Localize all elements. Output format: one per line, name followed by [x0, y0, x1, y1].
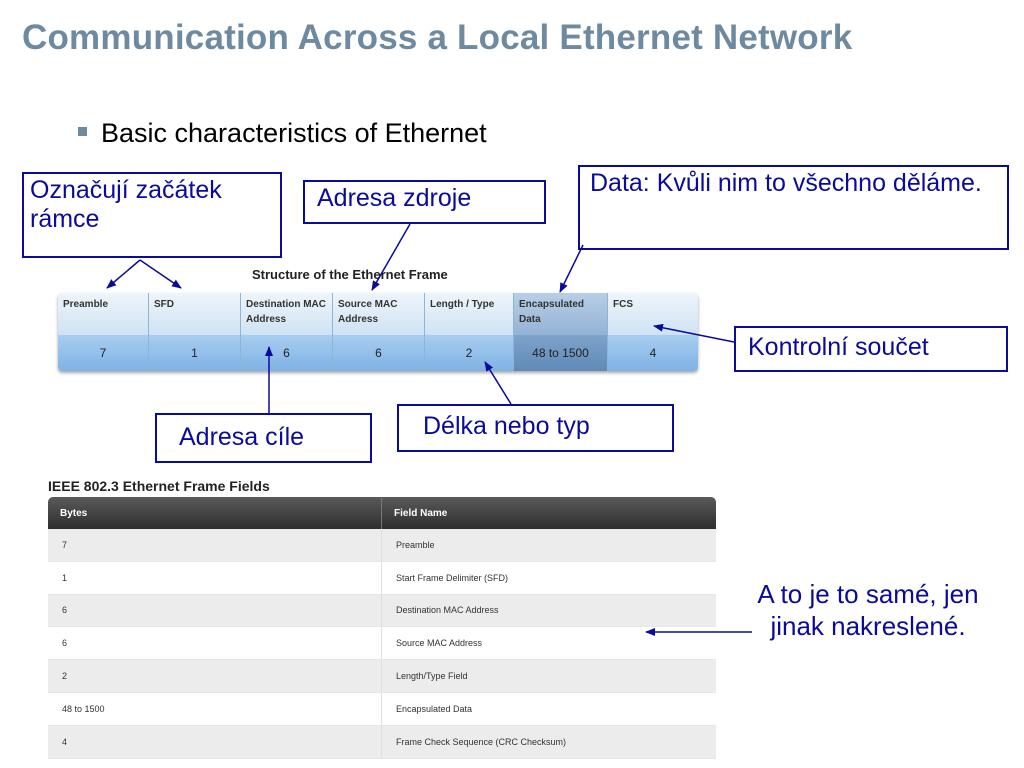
cell-field-name: Length/Type Field — [381, 659, 716, 693]
callout-destination-address: Adresa cíle — [155, 413, 372, 463]
callout-checksum: Kontrolní součet — [734, 326, 1008, 372]
cell-bytes: 4 — [48, 725, 382, 759]
note-same-different-drawing: A to je to samé, jen jinak nakreslené. — [757, 579, 979, 641]
frame-field-label: FCS — [608, 293, 698, 335]
frame-field-bytes: 6 — [241, 335, 332, 371]
frame-field-sfd: SFD 1 — [149, 293, 241, 371]
bullet-item: Basic characteristics of Ethernet — [78, 118, 487, 149]
callout-data: Data: Kvůli nim to všechno děláme. — [578, 165, 1009, 250]
cell-bytes: 1 — [48, 561, 382, 595]
frame-field-label: Destination MAC Address — [241, 293, 332, 335]
ethernet-frame-diagram: Preamble 7 SFD 1 Destination MAC Address… — [58, 293, 698, 371]
callout-source-address: Adresa zdroje — [303, 180, 546, 224]
callout-preamble-sfd: Označují začátek rámce — [22, 172, 282, 258]
frame-field-label: Encapsulated Data — [514, 293, 607, 335]
frame-field-bytes: 7 — [58, 335, 148, 371]
frame-field-bytes: 1 — [149, 335, 240, 371]
frame-field-bytes: 4 — [608, 335, 698, 371]
frame-field-fcs: FCS 4 — [608, 293, 698, 371]
cell-field-name: Source MAC Address — [381, 626, 716, 661]
cell-bytes: 2 — [48, 659, 382, 693]
bullet-text: Basic characteristics of Ethernet — [101, 118, 487, 148]
frame-field-bytes: 6 — [333, 335, 424, 371]
frame-field-source-mac: Source MAC Address 6 — [333, 293, 425, 371]
frame-field-label: Preamble — [58, 293, 148, 335]
column-header-bytes: Bytes — [48, 497, 382, 529]
frame-field-bytes: 48 to 1500 — [514, 335, 607, 371]
cell-field-name: Frame Check Sequence (CRC Checksum) — [381, 725, 716, 759]
frame-field-length-type: Length / Type 2 — [425, 293, 514, 371]
cell-field-name: Start Frame Delimiter (SFD) — [381, 561, 716, 595]
arrow-to-sfd — [139, 259, 182, 289]
slide-title: Communication Across a Local Ethernet Ne… — [22, 18, 853, 57]
callout-length-type: Délka nebo typ — [397, 404, 674, 452]
cell-field-name: Encapsulated Data — [381, 692, 716, 726]
cell-bytes: 6 — [48, 626, 382, 661]
column-header-field-name: Field Name — [381, 497, 716, 529]
cell-bytes: 48 to 1500 — [48, 692, 382, 726]
cell-bytes: 7 — [48, 529, 382, 562]
arrow-to-preamble — [106, 259, 141, 289]
arrow-to-encapsulated-data — [559, 244, 584, 293]
table-header-row: Bytes Field Name — [48, 497, 716, 529]
frame-field-destination-mac: Destination MAC Address 6 — [241, 293, 333, 371]
cell-field-name: Destination MAC Address — [381, 594, 716, 628]
frame-field-preamble: Preamble 7 — [58, 293, 149, 371]
frame-field-label: Length / Type — [425, 293, 513, 335]
frame-field-label: SFD — [149, 293, 240, 335]
frame-field-label: Source MAC Address — [333, 293, 424, 335]
table-title: IEEE 802.3 Ethernet Frame Fields — [48, 478, 270, 494]
frame-field-encapsulated-data: Encapsulated Data 48 to 1500 — [514, 293, 608, 371]
frame-field-bytes: 2 — [425, 335, 513, 371]
bullet-square-icon — [78, 127, 87, 137]
cell-field-name: Preamble — [381, 529, 716, 562]
cell-bytes: 6 — [48, 594, 382, 628]
frame-structure-title: Structure of the Ethernet Frame — [252, 267, 448, 282]
